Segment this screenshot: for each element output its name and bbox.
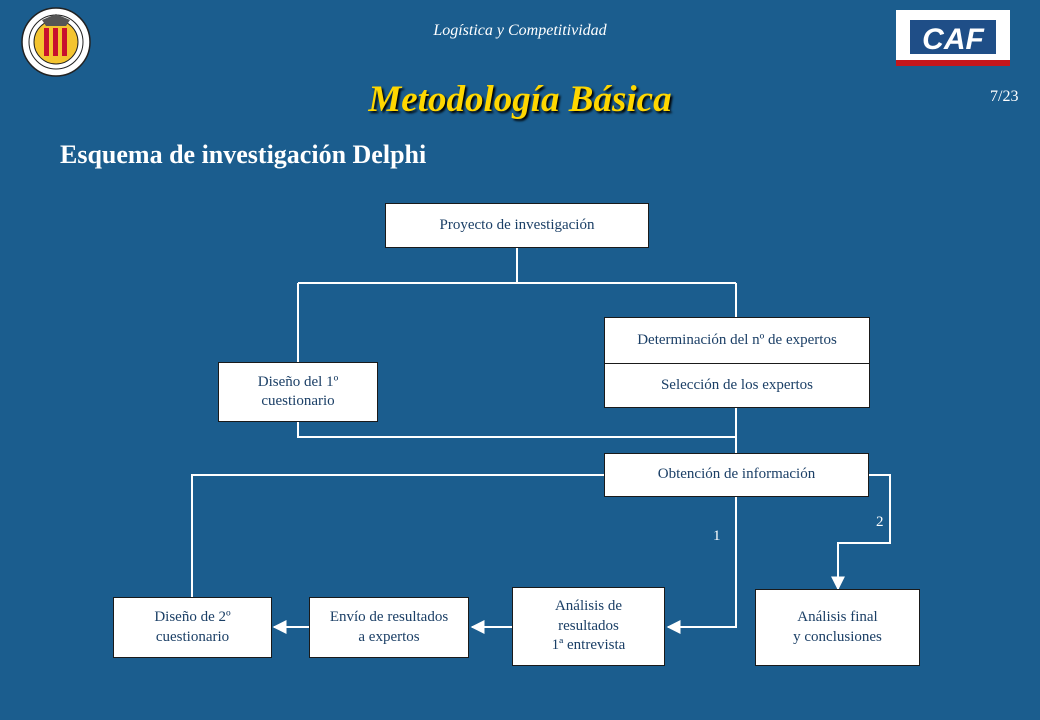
node-final-analysis-conclusions: Análisis final y conclusiones <box>755 589 920 666</box>
edge-label-1: 1 <box>713 528 721 544</box>
node-information-gathering: Obtención de información <box>604 453 869 497</box>
arrow-path-1 <box>666 497 737 634</box>
node-design-second-questionnaire: Diseño de 2º cuestionario <box>113 597 272 658</box>
slide-title: Metodología Básica <box>368 79 672 120</box>
university-seal-logo <box>20 6 92 83</box>
connector-info-to-design-second <box>191 474 604 597</box>
arrow-path-2 <box>831 474 891 591</box>
node-expert-selection: Selección de los expertos <box>604 363 870 408</box>
caf-logo: CAF <box>896 10 1010 71</box>
node-analysis-first-interview: Análisis de resultados 1ª entrevista <box>512 587 665 666</box>
node-send-results-to-experts: Envío de resultados a expertos <box>309 597 469 658</box>
slide-subtitle: Logística y Competitividad <box>433 22 607 39</box>
node-number-of-experts: Determinación del nº de expertos <box>604 317 870 363</box>
caf-logo-text: CAF <box>922 23 984 56</box>
node-design-first-questionnaire: Diseño del 1º cuestionario <box>218 362 378 422</box>
connector-design-first-join <box>297 422 736 438</box>
section-heading: Esquema de investigación Delphi <box>60 140 427 169</box>
edge-label-2: 2 <box>876 514 884 530</box>
node-research-project: Proyecto de investigación <box>385 203 649 248</box>
page-number: 7/23 <box>990 88 1019 105</box>
